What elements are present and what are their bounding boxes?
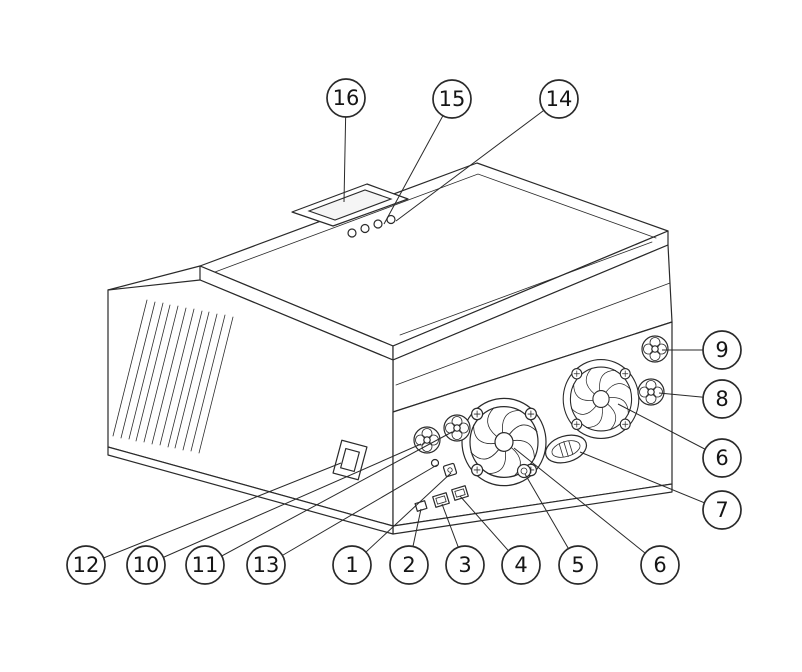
callout-5-circle bbox=[558, 545, 598, 585]
callout-9: 9 bbox=[702, 330, 742, 370]
left-cooling-fan bbox=[461, 397, 547, 487]
callout-4: 4 bbox=[501, 545, 541, 585]
vent-slat bbox=[151, 307, 187, 445]
callout-12: 12 bbox=[66, 545, 106, 585]
callout-14-label: 14 bbox=[546, 87, 573, 111]
callout-9-label: 9 bbox=[715, 338, 728, 362]
vent-slat bbox=[128, 302, 164, 440]
callout-1-circle bbox=[332, 545, 372, 585]
display-panel bbox=[291, 183, 409, 238]
vent-slat bbox=[143, 305, 179, 443]
leader-line-6-bottom bbox=[513, 447, 661, 566]
callout-5: 5 bbox=[558, 545, 598, 585]
side-power-switch bbox=[332, 439, 368, 481]
vent-slat bbox=[174, 311, 210, 449]
callout-13-label: 13 bbox=[253, 553, 280, 577]
button-icon bbox=[360, 223, 370, 234]
callout-14-circle bbox=[539, 79, 579, 119]
callouts: 16 15 14 9 8 6 7 12 bbox=[66, 78, 742, 585]
callout-10-label: 10 bbox=[133, 553, 160, 577]
callout-16: 16 bbox=[326, 78, 366, 118]
callout-1: 1 bbox=[332, 545, 372, 585]
left-vent-grille bbox=[112, 299, 234, 454]
vent-slat bbox=[198, 316, 234, 454]
callout-15: 15 bbox=[432, 79, 472, 119]
callout-3: 3 bbox=[445, 545, 485, 585]
right-cooling-fan bbox=[562, 358, 640, 440]
vent-slat bbox=[182, 313, 218, 451]
vent-slat bbox=[167, 310, 203, 448]
leader-line-13 bbox=[265, 464, 438, 566]
callout-14: 14 bbox=[539, 79, 579, 119]
callout-11-circle bbox=[185, 545, 225, 585]
device-body bbox=[107, 162, 673, 535]
callout-6-bottom-label: 6 bbox=[653, 553, 666, 577]
vent-slat bbox=[112, 299, 148, 437]
callout-4-circle bbox=[501, 545, 541, 585]
callout-11-label: 11 bbox=[192, 553, 219, 577]
callout-2-label: 2 bbox=[402, 553, 415, 577]
callout-6-right-label: 6 bbox=[715, 446, 728, 470]
callout-15-label: 15 bbox=[439, 87, 466, 111]
leader-line-11 bbox=[204, 431, 453, 566]
sensor-dot bbox=[430, 458, 440, 468]
callout-6-bottom-circle bbox=[640, 545, 680, 585]
square-connector bbox=[442, 462, 458, 478]
callout-6-right-circle bbox=[702, 438, 742, 478]
callout-8-label: 8 bbox=[715, 387, 728, 411]
callout-5-label: 5 bbox=[571, 553, 584, 577]
vent-slat bbox=[120, 301, 156, 439]
callout-6-right: 6 bbox=[702, 438, 742, 478]
callout-4-label: 4 bbox=[514, 553, 527, 577]
lcd-screen bbox=[307, 189, 393, 221]
button-icon bbox=[373, 219, 383, 229]
port-left bbox=[432, 492, 450, 508]
bevel-seam bbox=[395, 282, 671, 386]
callout-13: 13 bbox=[246, 545, 286, 585]
leader-line-15 bbox=[383, 98, 453, 225]
callout-11: 11 bbox=[185, 545, 225, 585]
callout-3-label: 3 bbox=[458, 553, 471, 577]
oval-vent bbox=[544, 434, 588, 464]
leader-line-7 bbox=[579, 451, 723, 511]
callout-1-label: 1 bbox=[345, 553, 358, 577]
left-cable-gland-inner bbox=[443, 414, 471, 442]
leader-line-10 bbox=[145, 443, 422, 566]
leader-line-14 bbox=[395, 98, 560, 222]
callout-8-circle bbox=[702, 379, 742, 419]
callout-16-label: 16 bbox=[333, 86, 360, 110]
callout-15-circle bbox=[432, 79, 472, 119]
function-buttons bbox=[347, 214, 396, 238]
callout-12-label: 12 bbox=[73, 553, 100, 577]
callout-7-circle bbox=[702, 490, 742, 530]
vent-slat bbox=[135, 304, 171, 442]
callout-2: 2 bbox=[389, 545, 429, 585]
vent-slat bbox=[159, 308, 195, 446]
callout-10-circle bbox=[126, 545, 166, 585]
callout-8: 8 bbox=[702, 379, 742, 419]
callout-12-circle bbox=[66, 545, 106, 585]
lid-seam-line bbox=[214, 173, 657, 273]
left-top-edge bbox=[107, 265, 201, 291]
leader-line-1 bbox=[351, 472, 452, 566]
button-icon bbox=[347, 228, 357, 238]
round-breaker bbox=[516, 463, 532, 479]
callout-2-circle bbox=[389, 545, 429, 585]
callout-7-label: 7 bbox=[715, 498, 728, 522]
callout-13-circle bbox=[246, 545, 286, 585]
base-lip-left bbox=[107, 446, 394, 535]
right-lower-cable-gland bbox=[637, 378, 665, 406]
callout-7: 7 bbox=[702, 490, 742, 530]
vent-slat bbox=[190, 314, 226, 452]
switch-rocker bbox=[340, 447, 360, 473]
callout-9-circle bbox=[702, 330, 742, 370]
callout-3-circle bbox=[445, 545, 485, 585]
leader-line-12 bbox=[85, 462, 342, 566]
callout-10: 10 bbox=[126, 545, 166, 585]
callout-16-circle bbox=[326, 78, 366, 118]
right-upper-cable-gland bbox=[641, 335, 669, 363]
lid-front-seam bbox=[399, 241, 653, 336]
callout-6-bottom: 6 bbox=[640, 545, 680, 585]
